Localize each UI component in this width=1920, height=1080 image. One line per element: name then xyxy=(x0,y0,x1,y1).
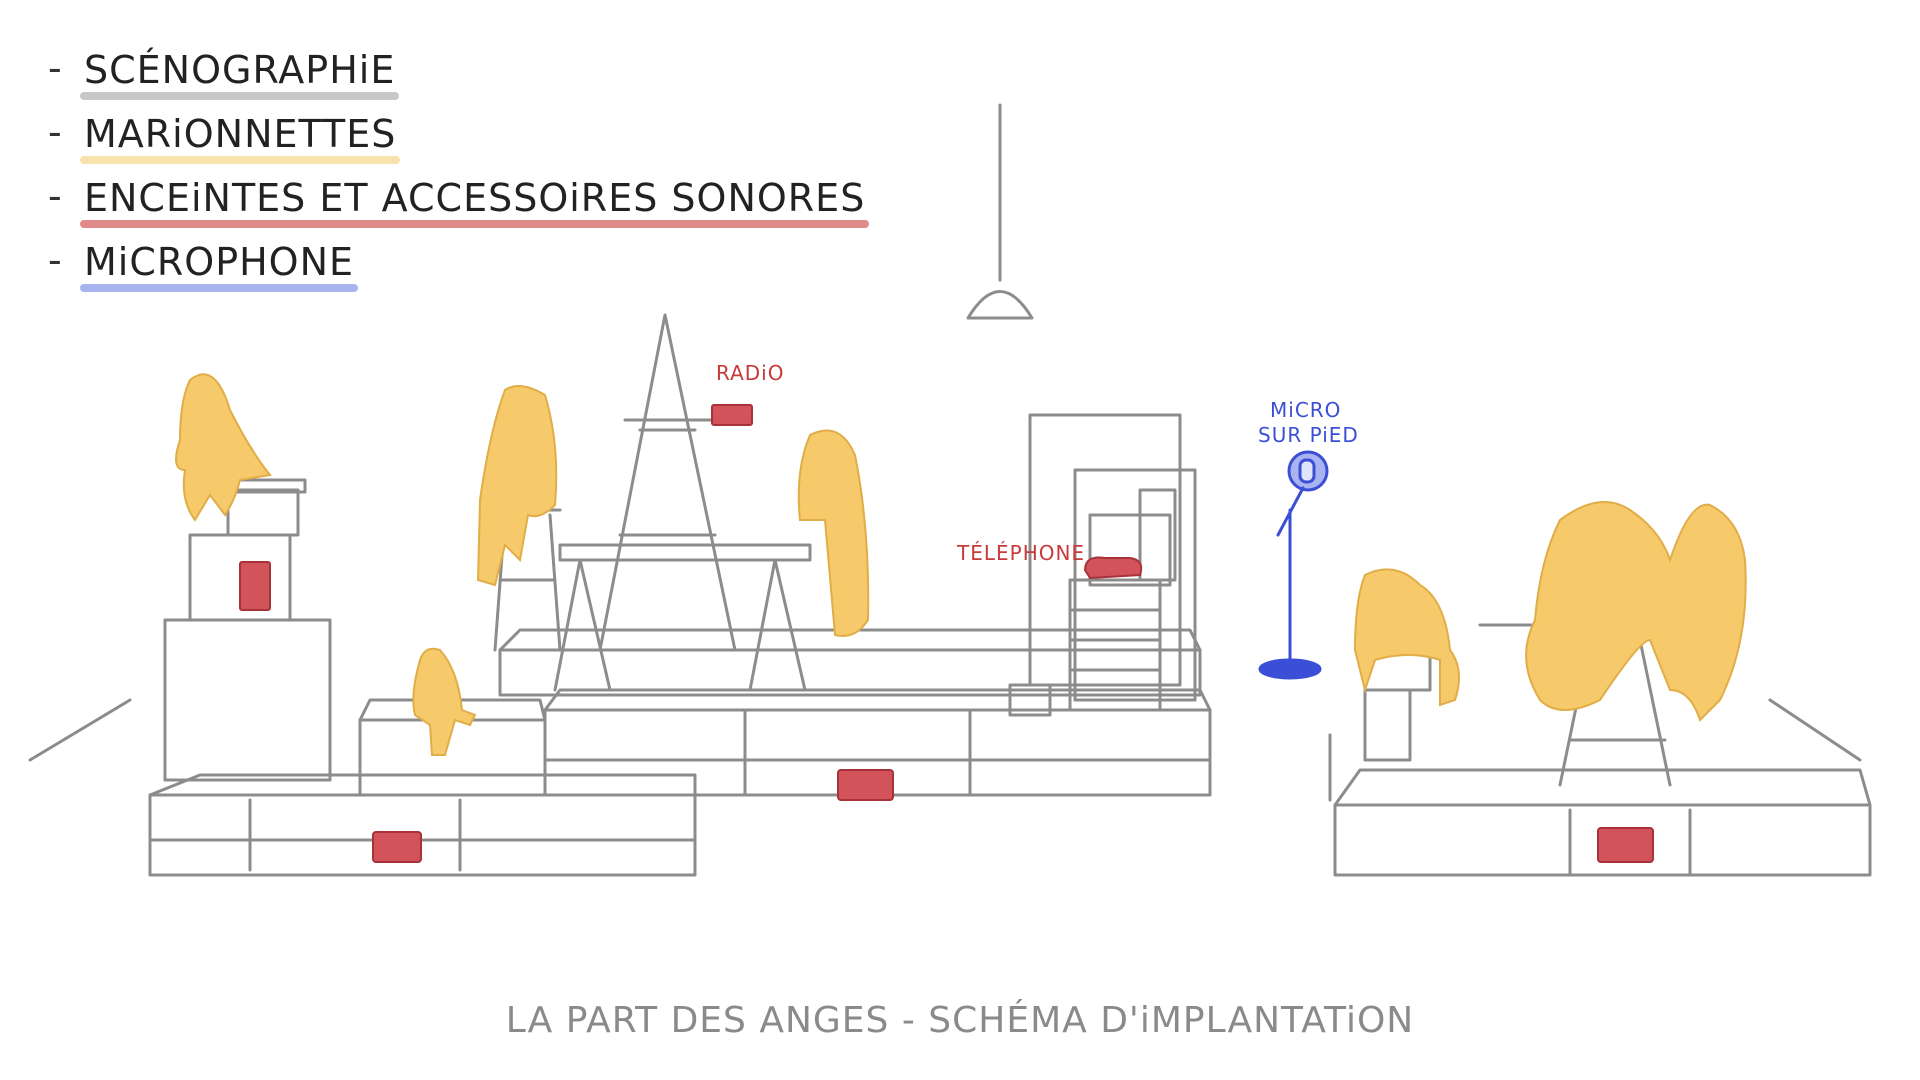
legend-label-text: MiCROPHONE xyxy=(84,240,355,284)
legend-label-microphone: MiCROPHONE xyxy=(80,238,359,292)
ladder xyxy=(598,313,737,652)
trestle-leg-right xyxy=(748,558,807,692)
telephone-label: TÉLÉPHONE xyxy=(957,541,1086,565)
legend-dash: - xyxy=(48,46,63,90)
legend-underline-marionnettes xyxy=(80,156,401,164)
lamp-shade xyxy=(966,290,1034,320)
legend-item-marionnettes: - MARiONNETTES xyxy=(48,110,948,174)
telephone xyxy=(1083,556,1143,580)
small-cabinet xyxy=(1138,488,1177,582)
legend-label-text: MARiONNETTES xyxy=(84,112,397,156)
back-flat-2 xyxy=(1073,468,1197,702)
stool xyxy=(1008,683,1052,717)
legend-dash: - xyxy=(48,238,63,282)
puppet-small-figure xyxy=(412,647,477,756)
legend-underline-microphone xyxy=(80,284,359,292)
puppet-right-large xyxy=(1525,501,1747,722)
microphone-base xyxy=(1258,658,1322,680)
microphone-capsule xyxy=(1298,458,1316,484)
puppet-left xyxy=(175,373,272,522)
legend-item-scenographie: - SCÉNOGRAPHiE xyxy=(48,46,948,110)
legend-label-text: ENCEiNTES ET ACCESSOiRES SONORES xyxy=(84,176,866,220)
platform-front-left xyxy=(148,793,697,877)
back-flat-1 xyxy=(1028,413,1182,687)
puppet-right-small xyxy=(1353,568,1460,707)
radio-label: RADiO xyxy=(716,361,785,385)
micro-label-line1: MiCRO xyxy=(1270,398,1342,422)
speaker-left-pedestal xyxy=(239,561,271,611)
legend-label-enceintes: ENCEiNTES ET ACCESSOiRES SONORES xyxy=(80,174,870,228)
left-pedestal-base xyxy=(163,618,332,782)
diagram-title: LA PART DES ANGES - SCHÉMA D'iMPLANTATiO… xyxy=(505,1000,1415,1041)
trestle-leg-left xyxy=(553,558,612,692)
back-flat-3 xyxy=(1088,513,1172,587)
trestle-table-top xyxy=(558,543,812,562)
puppet-center-left xyxy=(476,385,558,587)
telephone-stand xyxy=(1068,578,1162,712)
floor-line-left xyxy=(28,698,132,762)
speaker-front-left xyxy=(372,831,422,863)
puppet-center xyxy=(797,429,870,637)
platform-right xyxy=(1333,803,1872,877)
legend-underline-enceintes xyxy=(80,220,870,228)
legend-item-enceintes: - ENCEiNTES ET ACCESSOiRES SONORES xyxy=(48,174,948,238)
speaker-right xyxy=(1597,827,1654,863)
legend-label-text: SCÉNOGRAPHiE xyxy=(84,48,396,92)
right-stool xyxy=(1363,688,1412,762)
legend-item-microphone: - MiCROPHONE xyxy=(48,238,948,302)
legend: - SCÉNOGRAPHiE - MARiONNETTES - ENCEiNTE… xyxy=(48,46,948,302)
micro-label-line2: SUR PiED xyxy=(1258,423,1359,447)
speaker-center xyxy=(837,769,894,801)
legend-dash: - xyxy=(48,174,63,218)
platform-center-back xyxy=(498,648,1202,697)
legend-label-scenographie: SCÉNOGRAPHiE xyxy=(80,46,400,100)
legend-label-marionnettes: MARiONNETTES xyxy=(80,110,401,164)
floor-line-right xyxy=(1768,698,1862,762)
radio xyxy=(711,404,753,426)
legend-dash: - xyxy=(48,110,63,154)
legend-underline-scenographie xyxy=(80,92,400,100)
platform-front-left-top xyxy=(148,773,697,797)
left-pedestal-top xyxy=(226,488,300,537)
